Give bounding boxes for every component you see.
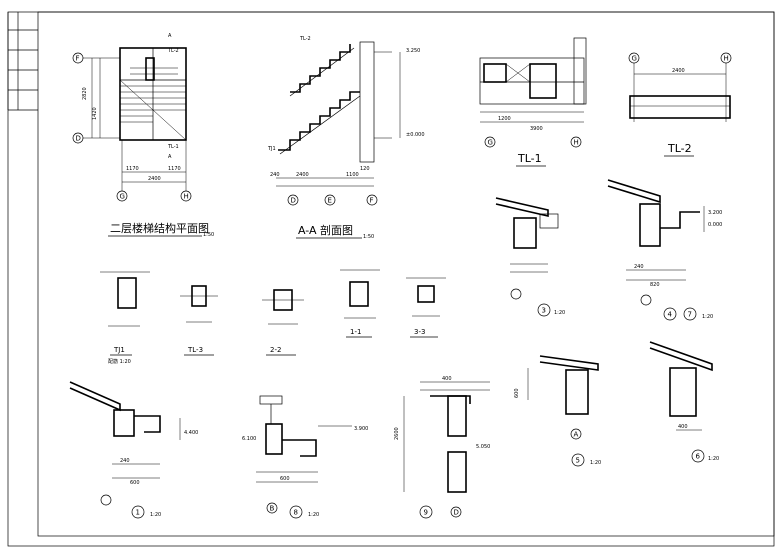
stair-plan: F D 2820 1420 G H 1170 1170 2400 A A TL-… (72, 33, 214, 238)
svg-text:8: 8 (294, 509, 298, 517)
svg-text:TJ1: TJ1 (113, 346, 125, 354)
small-sections: TJ1 配筋 1:20 TL-3 2-2 1-1 (100, 269, 446, 365)
svg-text:B: B (270, 505, 275, 513)
svg-text:H: H (574, 139, 579, 147)
svg-text:配筋 1:20: 配筋 1:20 (108, 358, 131, 365)
section-title: A-A 剖面图 (298, 223, 353, 237)
tl2-title: TL-2 (667, 142, 692, 155)
svg-text:600: 600 (514, 388, 520, 398)
svg-text:3900: 3900 (530, 126, 543, 132)
svg-text:TL-1: TL-1 (167, 144, 179, 150)
detail-1: 4.400 240 600 1 1:20 (69, 381, 198, 519)
svg-text:6: 6 (696, 453, 701, 461)
tl1-title: TL-1 (517, 152, 542, 165)
svg-text:1: 1 (136, 509, 140, 517)
svg-text:6.100: 6.100 (242, 436, 256, 442)
svg-text:1-1: 1-1 (350, 328, 361, 336)
detail-3: 3 1:20 (495, 197, 565, 317)
svg-text:3.250: 3.250 (406, 48, 420, 54)
detail-5: 600 A 5 1:20 (514, 355, 601, 467)
svg-text:1:20: 1:20 (150, 512, 161, 518)
svg-text:TJ1: TJ1 (267, 146, 276, 152)
svg-text:TL-3: TL-3 (187, 346, 203, 354)
svg-text:240: 240 (270, 172, 280, 178)
svg-text:1:20: 1:20 (554, 310, 565, 316)
svg-text:F: F (370, 197, 374, 205)
svg-text:2400: 2400 (296, 172, 309, 178)
svg-text:1:20: 1:20 (702, 314, 713, 320)
svg-text:1:50: 1:50 (203, 232, 214, 238)
svg-text:2600: 2600 (394, 427, 400, 440)
title-block (7, 12, 38, 111)
svg-text:240: 240 (120, 458, 130, 464)
svg-text:2400: 2400 (672, 68, 685, 74)
section-tl3: TL-3 (180, 285, 218, 356)
svg-text:A: A (574, 431, 579, 439)
svg-text:9: 9 (424, 509, 428, 517)
plan-title: 二层楼梯结构平面图 (110, 221, 209, 235)
svg-text:D: D (291, 197, 296, 205)
detail-4-7: 3.200 0.000 240 820 4 7 1:20 (607, 179, 722, 321)
svg-text:3.200: 3.200 (708, 210, 722, 216)
section-tj1: TJ1 配筋 1:20 (100, 271, 150, 365)
svg-text:TL-2: TL-2 (299, 36, 311, 42)
svg-text:1420: 1420 (92, 107, 98, 120)
svg-text:4.400: 4.400 (184, 430, 198, 436)
section-3-3: 3-3 (406, 277, 446, 338)
svg-text:A: A (168, 154, 172, 160)
svg-text:H: H (724, 55, 729, 63)
svg-text:G: G (488, 139, 493, 147)
svg-text:1:50: 1:50 (363, 234, 374, 240)
svg-text:E: E (328, 197, 332, 205)
svg-text:A: A (168, 33, 172, 39)
beam-tl1: 1200 3900 G H TL-1 (479, 37, 587, 167)
svg-text:5.050: 5.050 (476, 444, 490, 450)
svg-text:1170: 1170 (168, 166, 181, 172)
svg-text:1:20: 1:20 (308, 512, 319, 518)
svg-text:400: 400 (442, 376, 452, 382)
svg-text:240: 240 (634, 264, 644, 270)
svg-text:H: H (184, 193, 189, 201)
svg-text:TL-2: TL-2 (167, 48, 179, 54)
svg-text:3.900: 3.900 (354, 426, 368, 432)
svg-text:600: 600 (130, 480, 140, 486)
inner-frame (37, 11, 775, 537)
svg-text:5: 5 (576, 457, 580, 465)
svg-text:2-2: 2-2 (270, 346, 281, 354)
stair-treads (119, 79, 187, 141)
section-2-2: 2-2 (262, 289, 304, 356)
svg-text:120: 120 (360, 166, 370, 172)
svg-text:3: 3 (542, 307, 546, 315)
svg-text:0.000: 0.000 (708, 222, 722, 228)
svg-text:G: G (120, 193, 125, 201)
svg-text:3-3: 3-3 (414, 328, 425, 336)
svg-text:D: D (76, 135, 81, 143)
detail-8: 3.900 6.100 600 B 8 1:20 (242, 395, 368, 519)
svg-text:7: 7 (688, 311, 692, 319)
svg-text:1100: 1100 (346, 172, 359, 178)
svg-text:F: F (76, 55, 80, 63)
detail-6: 400 6 1:20 (649, 341, 719, 463)
svg-text:±0.000: ±0.000 (406, 132, 425, 138)
svg-text:2400: 2400 (148, 176, 161, 182)
svg-text:1:20: 1:20 (708, 456, 719, 462)
svg-text:G: G (632, 55, 637, 63)
svg-text:600: 600 (280, 476, 290, 482)
svg-text:D: D (454, 509, 459, 517)
detail-9: 400 2600 5.050 9 D (394, 376, 490, 519)
svg-text:820: 820 (650, 282, 660, 288)
svg-text:2820: 2820 (82, 87, 88, 100)
svg-text:1170: 1170 (126, 166, 139, 172)
svg-text:1:20: 1:20 (590, 460, 601, 466)
svg-text:400: 400 (678, 424, 688, 430)
svg-text:4: 4 (668, 311, 673, 319)
svg-text:1200: 1200 (498, 116, 511, 122)
section-aa: 3.250 ±0.000 TL-2 TJ1 120 2400 1100 240 … (267, 36, 425, 240)
section-1-1: 1-1 (340, 269, 380, 338)
beam-tl2: G H 2400 TL-2 (628, 52, 732, 157)
